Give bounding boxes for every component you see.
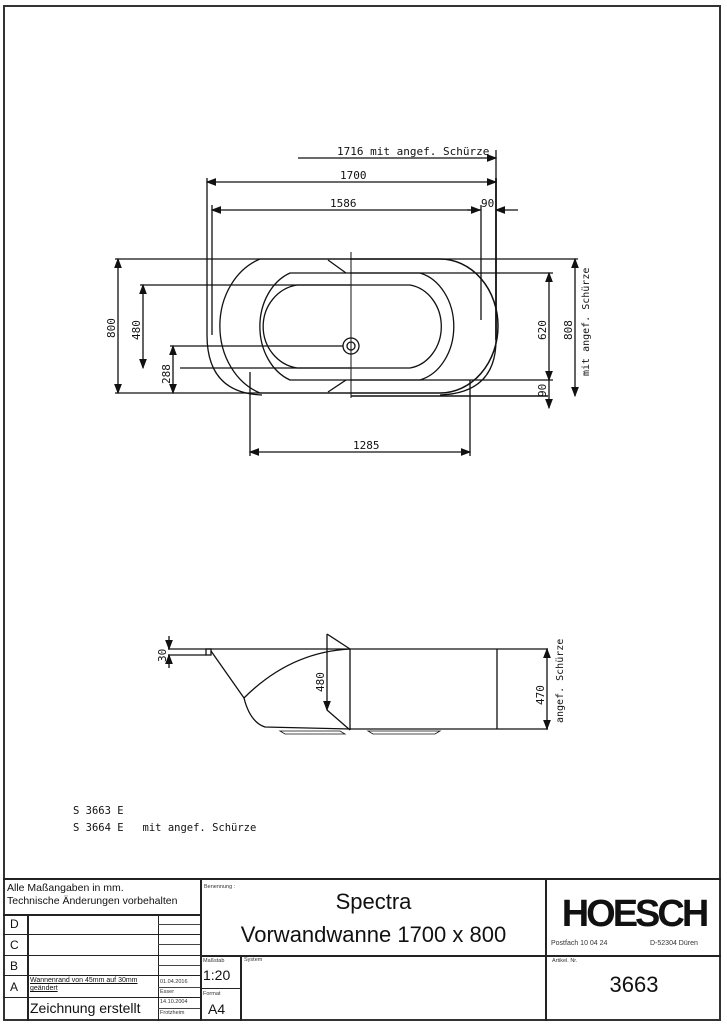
dim-470-note: angef. Schürze bbox=[555, 639, 566, 723]
scale-value: 1:20 bbox=[203, 967, 231, 983]
revision-letter-d: D bbox=[10, 917, 19, 931]
dim-480: 480 bbox=[130, 320, 143, 340]
changes-note: Technische Änderungen vorbehalten bbox=[7, 895, 178, 907]
benennung-label: Benennung : bbox=[204, 884, 236, 890]
dim-808: 808 bbox=[562, 320, 575, 340]
dim-1700: 1700 bbox=[340, 169, 367, 182]
revision-letter-a: A bbox=[10, 980, 19, 994]
company-logo: HOESCH bbox=[561, 893, 710, 935]
units-note: Alle Maßangaben in mm. bbox=[7, 882, 124, 894]
dim-90-right: 90 bbox=[481, 197, 494, 210]
company-address-postbox: Postfach 10 04 24 bbox=[551, 940, 608, 947]
created-text: Zeichnung erstellt bbox=[30, 1000, 141, 1016]
dim-288: 288 bbox=[160, 364, 173, 384]
revision-a-date: 01.04.2016 bbox=[160, 979, 188, 985]
scale-label: Maßstab bbox=[203, 958, 225, 964]
company-address-city: D-52304 Düren bbox=[650, 940, 698, 947]
product-description: Vorwandwanne 1700 x 800 bbox=[240, 922, 507, 947]
dim-620: 620 bbox=[536, 320, 549, 340]
variant-list: S 3663 E S 3664 E mit angef. Schürze bbox=[73, 803, 256, 837]
dim-808-note: mit angef. Schürze bbox=[581, 268, 592, 376]
created-author: Frotzheim bbox=[160, 1010, 185, 1016]
revision-a-author: Esser bbox=[160, 989, 175, 995]
dim-90-bottom: 90 bbox=[536, 384, 549, 397]
top-view bbox=[114, 150, 579, 456]
article-label: Artikel. Nr. bbox=[552, 958, 578, 964]
article-number: 3663 bbox=[609, 972, 659, 997]
system-label: System bbox=[244, 957, 263, 963]
dim-1285: 1285 bbox=[353, 439, 380, 452]
revision-a-text: Wannenrand von 45mm auf 30mm geändert bbox=[30, 977, 138, 992]
dim-1586: 1586 bbox=[330, 197, 357, 210]
revision-letter-b: B bbox=[10, 959, 19, 973]
format-label: Format bbox=[203, 991, 221, 997]
dim-1716: 1716 mit angef. Schürze bbox=[337, 145, 489, 158]
drawing-sheet-border bbox=[3, 5, 721, 1021]
variant-item: S 3663 E bbox=[73, 805, 124, 817]
variant-item: S 3664 E mit angef. Schürze bbox=[73, 822, 257, 834]
dim-480-depth: 480 bbox=[314, 672, 327, 692]
format-value: A4 bbox=[208, 1001, 226, 1017]
product-name: Spectra bbox=[335, 889, 412, 914]
revision-letter-c: C bbox=[10, 938, 19, 952]
dim-800: 800 bbox=[105, 318, 118, 338]
created-date: 14.10.2004 bbox=[160, 999, 188, 1005]
side-view bbox=[165, 633, 551, 735]
dim-30: 30 bbox=[156, 649, 169, 662]
dim-470: 470 bbox=[534, 685, 547, 705]
